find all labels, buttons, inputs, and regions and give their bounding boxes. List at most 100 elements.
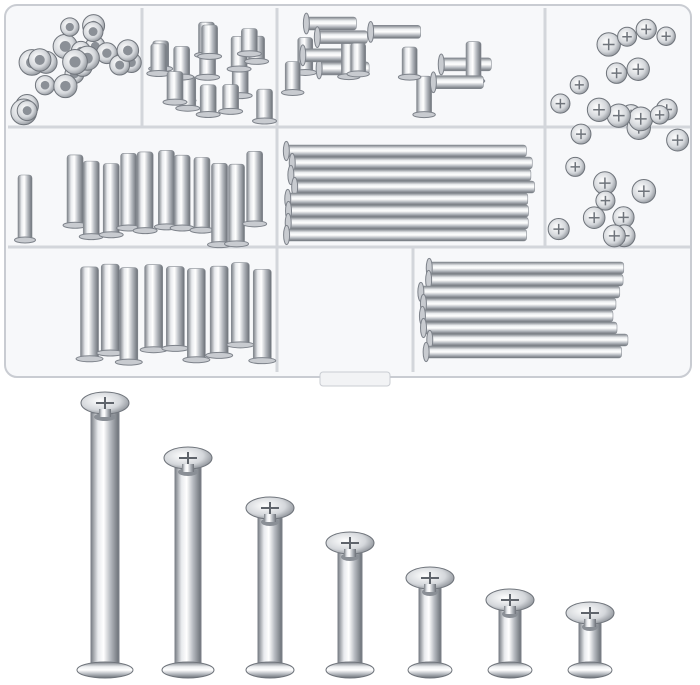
post-flange bbox=[313, 26, 321, 49]
post bbox=[287, 192, 529, 206]
post bbox=[166, 71, 184, 103]
phillips-slot bbox=[611, 68, 622, 79]
post-flange bbox=[252, 117, 278, 125]
post-flange bbox=[282, 140, 290, 162]
post bbox=[209, 265, 229, 356]
post-flange bbox=[195, 73, 221, 81]
phillips-slot bbox=[553, 223, 564, 235]
post bbox=[241, 28, 258, 55]
screw-post bbox=[418, 587, 442, 671]
screw-base-flange bbox=[161, 661, 215, 679]
screw-2 bbox=[161, 446, 215, 679]
post bbox=[290, 168, 532, 182]
phillips-slot bbox=[555, 98, 566, 109]
post-flange bbox=[429, 71, 437, 94]
post-flange bbox=[437, 53, 445, 76]
post bbox=[246, 150, 263, 225]
post bbox=[17, 174, 33, 241]
phillips-slot bbox=[593, 103, 605, 116]
post bbox=[187, 268, 206, 361]
screw-shank bbox=[504, 606, 516, 614]
post-flange bbox=[242, 220, 268, 228]
post bbox=[428, 273, 624, 287]
post bbox=[201, 24, 218, 57]
post bbox=[428, 261, 625, 275]
screw-size-lineup bbox=[76, 391, 615, 679]
nut-hole bbox=[22, 106, 32, 116]
post bbox=[252, 269, 272, 361]
post bbox=[287, 216, 529, 230]
post-flange bbox=[197, 52, 223, 60]
screw-post bbox=[257, 517, 283, 671]
post-flange bbox=[422, 341, 430, 363]
post bbox=[423, 321, 618, 335]
post bbox=[211, 163, 228, 245]
phillips-slot-icon bbox=[581, 607, 599, 619]
post-flange bbox=[226, 65, 252, 73]
nut-hole bbox=[102, 48, 112, 58]
post-flange bbox=[299, 44, 307, 67]
post-flange bbox=[302, 12, 310, 35]
phillips-slot bbox=[602, 38, 615, 51]
phillips-slot bbox=[634, 112, 647, 125]
screw-shank bbox=[424, 584, 436, 592]
nut-hole bbox=[59, 40, 71, 52]
post bbox=[291, 156, 533, 170]
post-flange bbox=[236, 50, 262, 58]
screw-4 bbox=[325, 531, 375, 679]
post bbox=[158, 150, 175, 228]
screw-1 bbox=[76, 391, 134, 679]
phillips-slot bbox=[600, 195, 611, 206]
screw-shank bbox=[584, 619, 596, 627]
screw-base-flange bbox=[325, 661, 375, 679]
post bbox=[228, 163, 245, 245]
post bbox=[465, 41, 482, 82]
post bbox=[222, 84, 239, 112]
screw-base-flange bbox=[76, 661, 134, 679]
post bbox=[306, 16, 357, 31]
post bbox=[350, 42, 366, 75]
nut-hole bbox=[60, 80, 71, 92]
screw-post bbox=[337, 552, 363, 671]
post bbox=[288, 204, 529, 218]
post bbox=[416, 75, 432, 115]
screw-post bbox=[90, 412, 120, 671]
post bbox=[286, 228, 527, 242]
screw-post bbox=[498, 609, 522, 671]
post-flange bbox=[226, 341, 255, 349]
post bbox=[102, 163, 120, 236]
phillips-slot bbox=[618, 212, 629, 223]
nut-hole bbox=[88, 27, 98, 37]
phillips-slot bbox=[632, 63, 644, 75]
post bbox=[82, 160, 100, 237]
screw-shank bbox=[182, 464, 194, 472]
post bbox=[286, 144, 527, 158]
screw-shank bbox=[344, 549, 356, 557]
post bbox=[425, 345, 622, 359]
post-flange bbox=[244, 57, 270, 65]
nut-hole bbox=[34, 54, 45, 65]
phillips-slot bbox=[672, 134, 684, 146]
post bbox=[80, 266, 99, 360]
post bbox=[284, 61, 301, 93]
screw-shank bbox=[99, 409, 111, 417]
post-flange bbox=[346, 70, 370, 78]
post-flange bbox=[182, 356, 211, 364]
post-flange bbox=[283, 224, 291, 246]
screw-shank bbox=[264, 514, 276, 522]
phillips-slot-icon bbox=[96, 397, 114, 409]
phillips-slot-icon bbox=[261, 502, 279, 514]
screw-base-flange bbox=[487, 661, 533, 679]
phillips-slot bbox=[622, 31, 632, 42]
screw-base-flange bbox=[567, 661, 613, 679]
post bbox=[422, 309, 614, 323]
post-flange bbox=[280, 89, 305, 97]
post bbox=[193, 157, 211, 231]
post-flange bbox=[224, 240, 250, 248]
post bbox=[423, 297, 617, 311]
post-flange bbox=[412, 111, 436, 119]
phillips-slot bbox=[637, 185, 650, 198]
post bbox=[150, 43, 168, 74]
post-flange bbox=[98, 231, 124, 239]
post bbox=[119, 267, 139, 363]
